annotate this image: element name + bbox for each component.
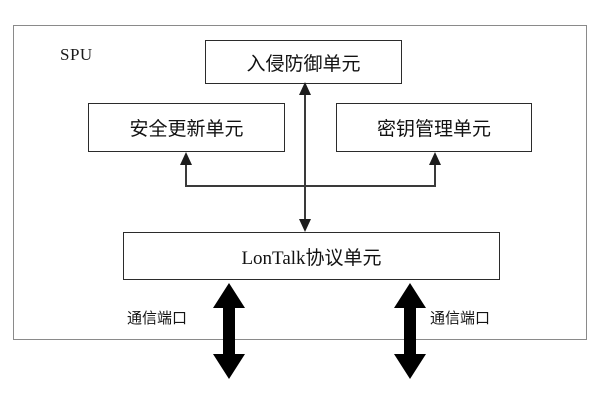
spu-container <box>13 25 587 340</box>
key-management-unit-box: 密钥管理单元 <box>336 103 532 152</box>
security-update-unit-label: 安全更新单元 <box>129 119 244 140</box>
lontalk-protocol-unit-label: LonTalk协议单元 <box>241 247 382 269</box>
security-update-arrowhead-up-icon <box>180 152 192 165</box>
security-update-unit-box: 安全更新单元 <box>88 103 285 152</box>
ips-lontalk-connector-line <box>304 86 306 229</box>
ips-lontalk-arrowhead-up-icon <box>299 82 311 95</box>
security-update-riser-line <box>185 165 187 186</box>
key-management-unit-label: 密钥管理单元 <box>376 119 491 140</box>
shared-bus-line <box>185 185 436 187</box>
ips-lontalk-arrowhead-down-icon <box>299 219 311 232</box>
comm-port-left-arrow-icon <box>212 283 246 379</box>
intrusion-prevention-unit-label: 入侵防御单元 <box>246 53 361 75</box>
spu-label: SPU <box>60 45 93 64</box>
key-management-riser-line <box>434 165 436 186</box>
comm-port-right-label: 通信端口 <box>430 311 491 327</box>
comm-port-left-label: 通信端口 <box>127 311 188 327</box>
comm-port-right-arrow-icon <box>393 283 427 379</box>
intrusion-prevention-unit-box: 入侵防御单元 <box>205 40 402 84</box>
key-management-arrowhead-up-icon <box>429 152 441 165</box>
lontalk-protocol-unit-box: LonTalk协议单元 <box>123 232 500 280</box>
